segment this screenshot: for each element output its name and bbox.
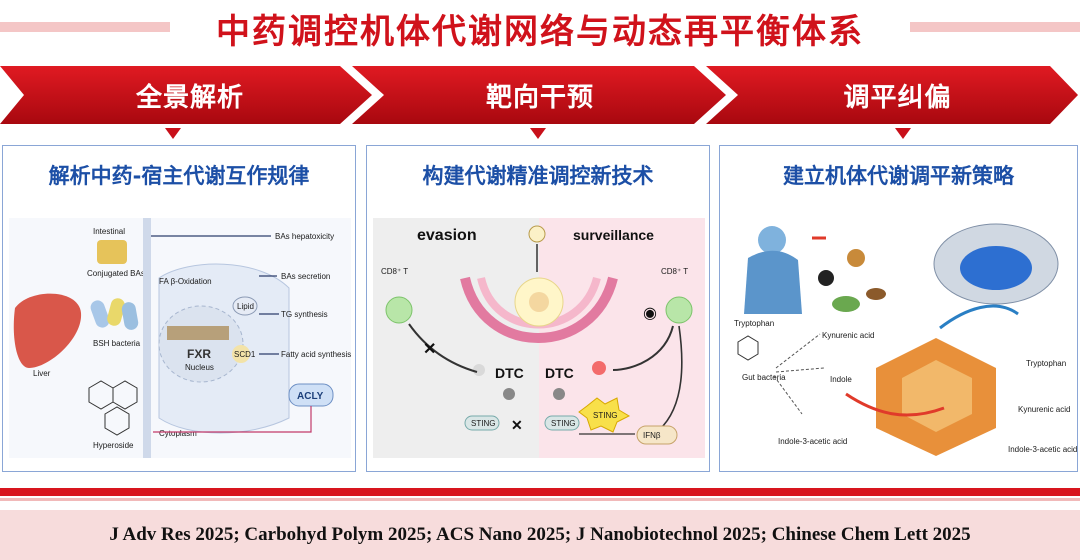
label-indole: Indole <box>830 375 852 384</box>
sting-node-right <box>544 415 580 431</box>
stage-chevron-1 <box>0 66 372 124</box>
stage-label-1: 全景解析 <box>135 82 244 113</box>
label-dtc-left: DTC <box>495 365 524 381</box>
figure-tryptophan-metabolism: Tryptophan Gut bacteria Kynurenic acid I… <box>726 218 1077 458</box>
label-evasion: evasion <box>417 227 477 244</box>
bsh-bacteria-icon <box>90 298 139 330</box>
stage-label-2: 靶向干预 <box>485 82 594 113</box>
hyperoside-structure-icon <box>88 380 138 436</box>
label-surveillance: surveillance <box>573 227 654 243</box>
down-arrow-1 <box>165 128 181 139</box>
lipid-droplet-icon <box>232 296 258 316</box>
label-fxr: FXR <box>187 347 211 361</box>
panel-title-2: 构建代谢精准调控新技术 <box>422 164 654 188</box>
particle-icon <box>528 225 546 243</box>
label-nucleus: Nucleus <box>185 363 214 372</box>
label-tg-synthesis: TG synthesis <box>281 310 328 319</box>
block-x-left: ✕ <box>423 341 436 358</box>
cd8-cell-right-icon <box>665 296 693 324</box>
label-ifnb: IFNβ <box>643 431 661 440</box>
bulb-left-icon <box>473 364 485 376</box>
bottom-band-light <box>0 498 1080 501</box>
bottom-band <box>0 488 1080 496</box>
sting-node-left <box>464 415 500 431</box>
label-hyperoside: Hyperoside <box>93 441 134 450</box>
label-kynurenic-top: Kynurenic acid <box>822 331 874 340</box>
label-scd1: SCD1 <box>234 350 256 359</box>
label-indole3-right: Indole-3-acetic acid <box>1008 445 1077 454</box>
panel-precision-regulation: 构建代谢精准调控新技术 evasion surveillance CD8⁺ T … <box>366 145 710 472</box>
scd1-icon <box>232 345 250 363</box>
human-body-icon <box>744 226 802 314</box>
label-cd8-left: CD8⁺ T <box>381 267 408 276</box>
tryptophan-structure-icon <box>737 335 759 361</box>
panel-title-1: 解析中药-宿主代谢互作规律 <box>48 164 310 188</box>
label-gut-bacteria: Gut bacteria <box>742 373 786 382</box>
dtc-cell-left-icon <box>503 388 515 400</box>
nucleus-icon <box>158 305 244 383</box>
title-deco-left <box>0 22 170 32</box>
stage-chevrons <box>0 66 1078 124</box>
label-indole3: Indole-3-acetic acid <box>778 437 847 446</box>
label-fa-oxidation: FA β-Oxidation <box>159 277 212 286</box>
label-sting-burst: STING <box>593 411 617 420</box>
label-sting-left: STING <box>471 419 495 428</box>
sting-burst-icon <box>578 397 631 433</box>
label-bas-hepatoxicity: BAs hepatoxicity <box>275 232 334 241</box>
block-x-sting: ✕ <box>511 417 523 433</box>
label-sting-right: STING <box>551 419 575 428</box>
label-bsh-bacteria: BSH bacteria <box>93 339 141 348</box>
label-tryptophan-top: Tryptophan <box>734 319 774 328</box>
references: J Adv Res 2025; Carbohyd Polym 2025; ACS… <box>0 510 1080 560</box>
ifnb-node <box>636 425 678 445</box>
title-deco-right <box>910 22 1080 32</box>
label-conjugated-bas: Conjugated BAs <box>87 269 145 278</box>
label-liver: Liver <box>33 369 51 378</box>
figure-sting-surveillance: evasion surveillance CD8⁺ T CD8⁺ T DTC D… <box>373 218 705 458</box>
herbs-icon <box>818 249 886 312</box>
figure-fxr-pathway: Liver Intestinal Conjugated BAs BSH bact… <box>9 218 351 458</box>
liver-icon <box>13 293 82 368</box>
panel-rebalance-strategy: 建立机体代谢调平新策略 Tryptophan Gut bacteria Kynu… <box>719 145 1078 472</box>
down-arrow-2 <box>530 128 546 139</box>
panel-title-3: 建立机体代谢调平新策略 <box>783 164 1014 188</box>
label-cytoplasm: Cytoplasm <box>159 429 197 438</box>
label-cd8-right: CD8⁺ T <box>661 267 688 276</box>
eye-icon: ◉ <box>643 303 657 322</box>
stage-label-3: 调平纠偏 <box>843 82 952 113</box>
main-title: 中药调控机体代谢网络与动态再平衡体系 <box>216 11 864 52</box>
label-dtc-right: DTC <box>545 365 574 381</box>
label-acly: ACLY <box>297 391 324 402</box>
label-kynurenic-right: Kynurenic acid <box>1018 405 1070 414</box>
bulb-right-icon <box>592 361 606 375</box>
label-fatty-acid-synthesis: Fatty acid synthesis <box>281 350 351 359</box>
bile-acid-icon <box>97 240 127 264</box>
label-intestinal: Intestinal <box>93 227 125 236</box>
stage-chevron-2 <box>352 66 726 124</box>
panel-host-metabolism: 解析中药-宿主代谢互作规律 Liver Intestinal Conjugate… <box>2 145 356 472</box>
down-arrow-3 <box>895 128 911 139</box>
stage-chevron-3 <box>706 66 1078 124</box>
cd8-cell-left-icon <box>385 296 413 324</box>
dtc-cell-right-icon <box>553 388 565 400</box>
label-lipid: Lipid <box>237 302 254 311</box>
label-bas-secretion: BAs secretion <box>281 272 330 281</box>
label-tryptophan-right: Tryptophan <box>1026 359 1066 368</box>
